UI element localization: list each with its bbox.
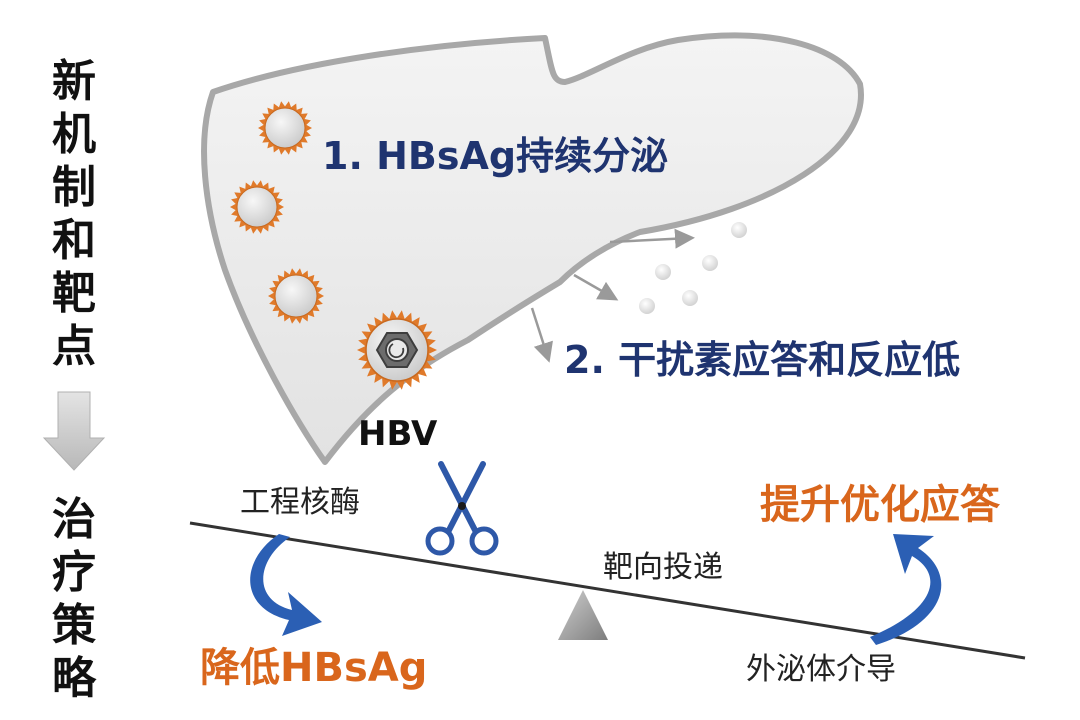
improve-response-label: 提升优化应答 [760, 482, 1000, 528]
liver-shape [201, 32, 864, 465]
fulcrum-icon [558, 590, 608, 640]
hbsag-particle [268, 268, 324, 324]
targeted-delivery-label: 靶向投递 [603, 550, 723, 585]
reduce-hbsag-label: 降低HBsAg [200, 645, 428, 691]
hbv-virion-icon [357, 310, 437, 390]
secretion-arrow [573, 273, 619, 301]
heading-char: 和 [52, 215, 96, 266]
heading-char: 略 [52, 653, 96, 704]
down-arrow-icon [42, 391, 106, 471]
heading-char: 疗 [52, 547, 96, 598]
hbsag-particle [258, 101, 312, 155]
heading-char: 新 [52, 56, 96, 107]
heading-char: 靶 [52, 268, 96, 319]
hbv-label: HBV [358, 414, 438, 454]
secreted-particle [702, 255, 718, 271]
hbsag-particle [230, 180, 284, 234]
heading-char: 点 [52, 321, 96, 372]
mechanism-2-label: 2. 干扰素应答和反应低 [564, 338, 961, 382]
mechanism-1-label: 1. HBsAg持续分泌 [322, 134, 669, 178]
heading-char: 策 [52, 600, 96, 651]
engineered-ribozyme-label: 工程核酶 [240, 485, 360, 520]
exosome-mediated-label: 外泌体介导 [746, 652, 896, 687]
curved-arrow-left [250, 534, 322, 636]
curved-arrow-right [870, 534, 942, 645]
secreted-particle [639, 298, 655, 314]
heading-char: 机 [52, 109, 96, 160]
heading-char: 制 [52, 162, 96, 213]
secreted-particle [682, 290, 698, 306]
secretion-arrow [609, 228, 695, 249]
secreted-particle [655, 264, 671, 280]
secreted-particle [731, 222, 747, 238]
scissors-icon [425, 461, 499, 556]
heading-char: 治 [52, 494, 96, 545]
secretion-arrow [530, 307, 553, 363]
